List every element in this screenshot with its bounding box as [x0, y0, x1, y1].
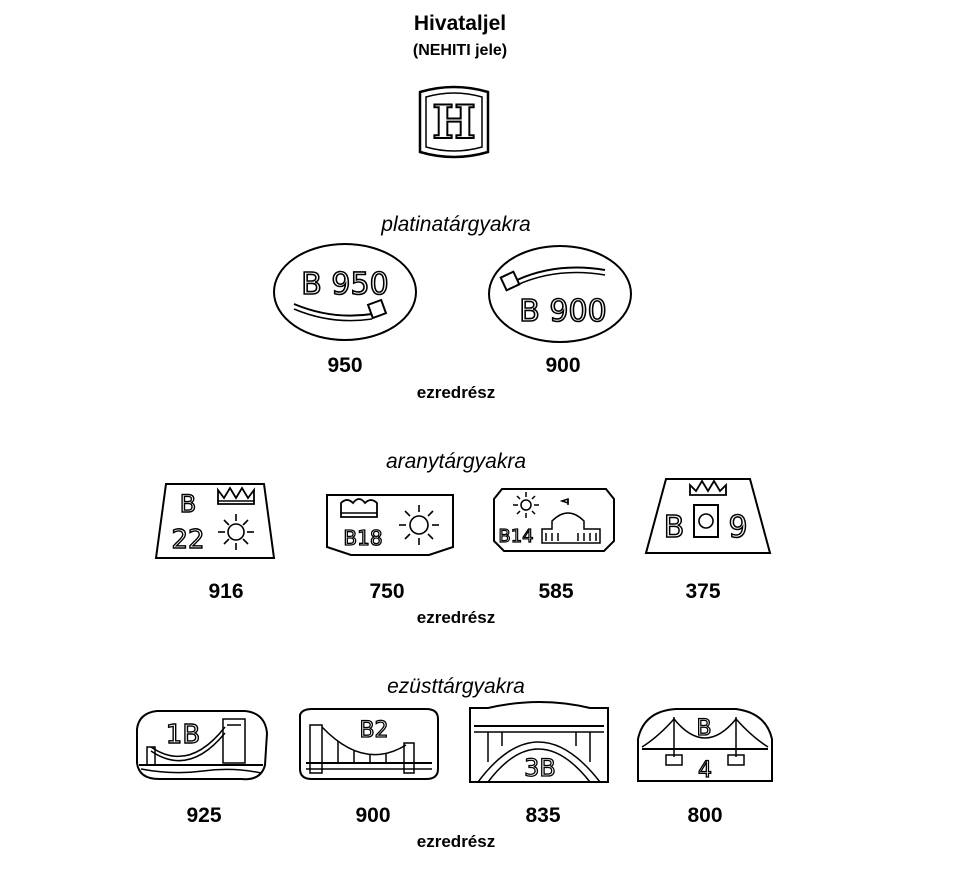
gold-stamp-375-left: B	[664, 510, 685, 545]
platinum-unit: ezredrész	[416, 383, 496, 402]
gold-unit: ezredrész	[416, 608, 496, 627]
page-title: Hivataljel	[413, 12, 507, 35]
silver-stamp-800: B 4	[637, 708, 773, 784]
cable-bridge-icon	[641, 717, 769, 766]
silver-stamp-835: 3B	[469, 701, 609, 783]
sun-icon	[218, 514, 254, 550]
suspension-bridge-icon	[306, 724, 432, 774]
sun-icon	[513, 492, 539, 518]
silver-unit: ezredrész	[416, 832, 496, 851]
gold-heading: aranytárgyakra	[385, 450, 527, 473]
gold-value-750: 750	[369, 580, 405, 603]
gold-stamp-375-right: 9	[728, 510, 747, 545]
gold-stamp-375: B 9	[644, 478, 772, 554]
gold-stamp-916-top: B	[180, 490, 196, 518]
gold-value-375: 375	[685, 580, 721, 603]
platinum-stamp-900: B 900	[488, 245, 632, 343]
silver-value-900: 900	[355, 804, 391, 827]
platinum-heading: platinatárgyakra	[381, 213, 531, 236]
gold-stamp-585: B14	[493, 488, 615, 552]
silver-stamp-925: 1B	[136, 710, 269, 781]
parliament-icon	[541, 497, 601, 544]
platinum-value-950: 950	[327, 354, 363, 377]
arch-bridge-icon	[474, 725, 604, 783]
gold-stamp-750: B18	[326, 494, 454, 556]
sun-icon	[399, 505, 439, 545]
silver-value-835: 835	[525, 804, 561, 827]
silver-value-925: 925	[186, 804, 222, 827]
gold-stamp-916-bottom: 22	[171, 525, 204, 555]
platinum-stamp-950-text: B 950	[301, 267, 388, 302]
gold-stamp-750-text: B18	[343, 526, 382, 550]
silver-value-800: 800	[687, 804, 723, 827]
silver-stamp-835-text: 3B	[524, 754, 556, 782]
gold-stamp-585-text: B14	[498, 526, 533, 547]
silver-stamp-900: B2	[299, 708, 439, 780]
silver-stamp-800-bottom: 4	[698, 758, 712, 783]
platinum-stamp-950: B 950	[273, 243, 417, 341]
crown-icon	[340, 498, 378, 518]
platinum-stamp-900-text: B 900	[519, 294, 606, 329]
official-mark-h: H	[418, 85, 490, 159]
silver-stamp-900-text: B2	[359, 718, 388, 743]
platinum-value-900: 900	[545, 354, 581, 377]
gold-value-916: 916	[208, 580, 244, 603]
crown-icon	[217, 486, 255, 505]
official-mark-letter: H	[432, 95, 475, 149]
page-subtitle: (NEHITI jele)	[412, 42, 508, 59]
crown-icon	[689, 479, 727, 496]
silver-heading: ezüsttárgyakra	[387, 675, 525, 698]
chain-bridge-icon	[139, 718, 263, 774]
silver-stamp-925-text: 1B	[166, 720, 200, 750]
gold-value-585: 585	[538, 580, 574, 603]
gold-stamp-916: B 22	[154, 483, 276, 559]
shield-icon	[693, 504, 719, 538]
silver-stamp-800-top: B	[696, 716, 711, 741]
